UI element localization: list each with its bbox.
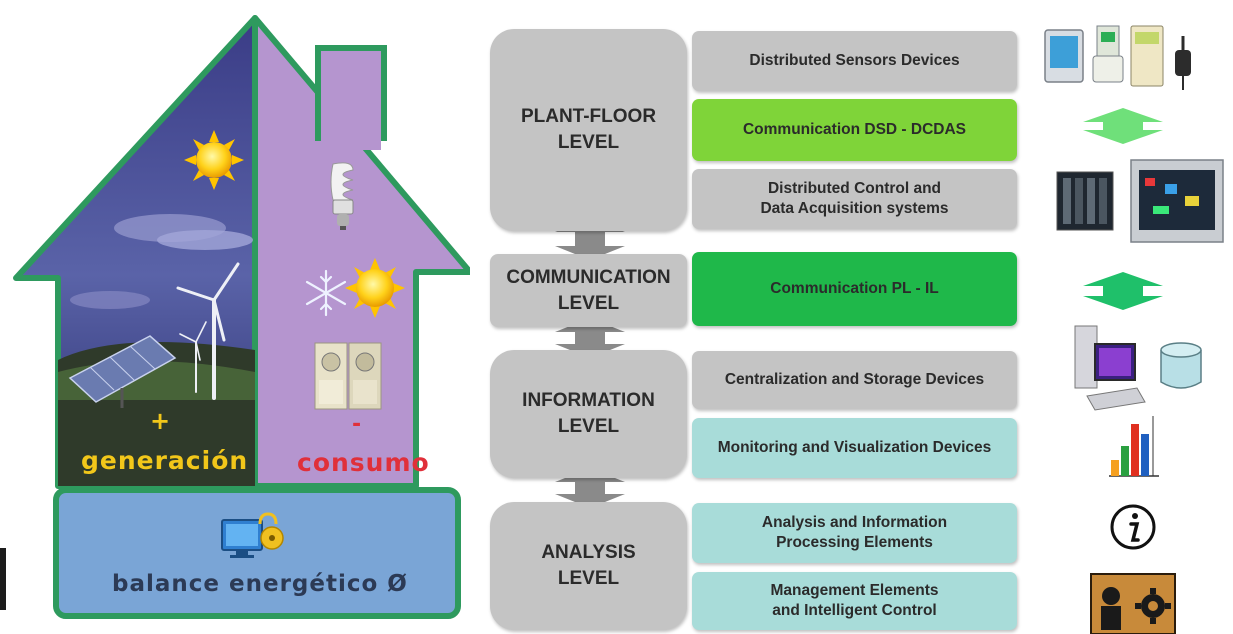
item-label-line2: Processing Elements (776, 534, 933, 551)
computer-icon (1074, 325, 1146, 411)
balance-label: balance energético Ø (112, 571, 408, 597)
light-bulb-icon (330, 162, 354, 230)
item-label: Centralization and Storage Devices (724, 370, 985, 388)
item-comm-dsd-dcdas: Communication DSD - DCDAS (692, 99, 1017, 161)
level-plant-floor: PLANT-FLOOR LEVEL (490, 29, 687, 231)
level-title-line2: LEVEL (557, 132, 620, 153)
item-distributed-sensors: Distributed Sensors Devices (692, 31, 1017, 91)
level-title-line1: PLANT-FLOOR (520, 106, 657, 128)
level-title-line1: INFORMATION (522, 390, 655, 412)
level-title-line2: LEVEL (557, 292, 620, 314)
sun-icon (184, 130, 244, 190)
level-analysis: ANALYSIS LEVEL (490, 502, 687, 630)
wind-turbine-icon (176, 262, 240, 400)
double-arrow-icon (1083, 108, 1163, 144)
house-illustration (13, 15, 470, 619)
bar-chart-icon (1109, 416, 1159, 477)
level-title-line2: LEVEL (557, 416, 620, 437)
solar-panel-icon (68, 335, 177, 408)
item-label-line1: Distributed Control and (767, 179, 942, 197)
consumption-sign: - (352, 412, 363, 437)
gear-person-icon (1090, 573, 1176, 634)
snowflake-icon (305, 269, 347, 317)
item-label-line2: Data Acquisition systems (760, 200, 949, 217)
item-label: Communication PL - IL (770, 279, 939, 297)
device-icons-column (1044, 25, 1224, 634)
level-title-line1: ANALYSIS (541, 542, 636, 564)
item-centralization: Centralization and Storage Devices (692, 351, 1017, 409)
item-label: Communication DSD - DCDAS (742, 120, 967, 138)
item-label: Distributed Sensors Devices (749, 51, 960, 69)
database-icon (1160, 342, 1202, 389)
arrow-comm-info (555, 318, 625, 358)
item-comm-pl-il: Communication PL - IL (692, 252, 1017, 326)
item-label-line1: Analysis and Information (761, 513, 948, 531)
item-label-line1: Management Elements (770, 581, 939, 599)
generation-label: generación (81, 446, 249, 475)
info-icon (1110, 504, 1156, 550)
computer-icon (221, 512, 284, 558)
item-label: Monitoring and Visualization Devices (717, 438, 992, 456)
double-arrow-icon (1083, 272, 1163, 310)
washing-machine-icon (314, 342, 382, 410)
control-cabinet-icon (1056, 159, 1224, 243)
item-label-line2: and Intelligent Control (772, 602, 937, 619)
item-monitoring: Monitoring and Visualization Devices (692, 418, 1017, 478)
item-management-control: Management Elements and Intelligent Contr… (692, 572, 1017, 630)
level-information: INFORMATION LEVEL (490, 350, 687, 478)
edge-mark (0, 548, 6, 610)
sun-icon (345, 258, 405, 318)
meter-icon (1044, 25, 1191, 90)
level-title-line1: COMMUNICATION (506, 266, 671, 288)
level-title-line2: LEVEL (557, 568, 620, 589)
generation-sign: + (150, 407, 172, 435)
arrow-info-analysis (555, 468, 625, 508)
consumption-label: consumo (297, 448, 430, 477)
level-communication: COMMUNICATION LEVEL (490, 254, 687, 327)
